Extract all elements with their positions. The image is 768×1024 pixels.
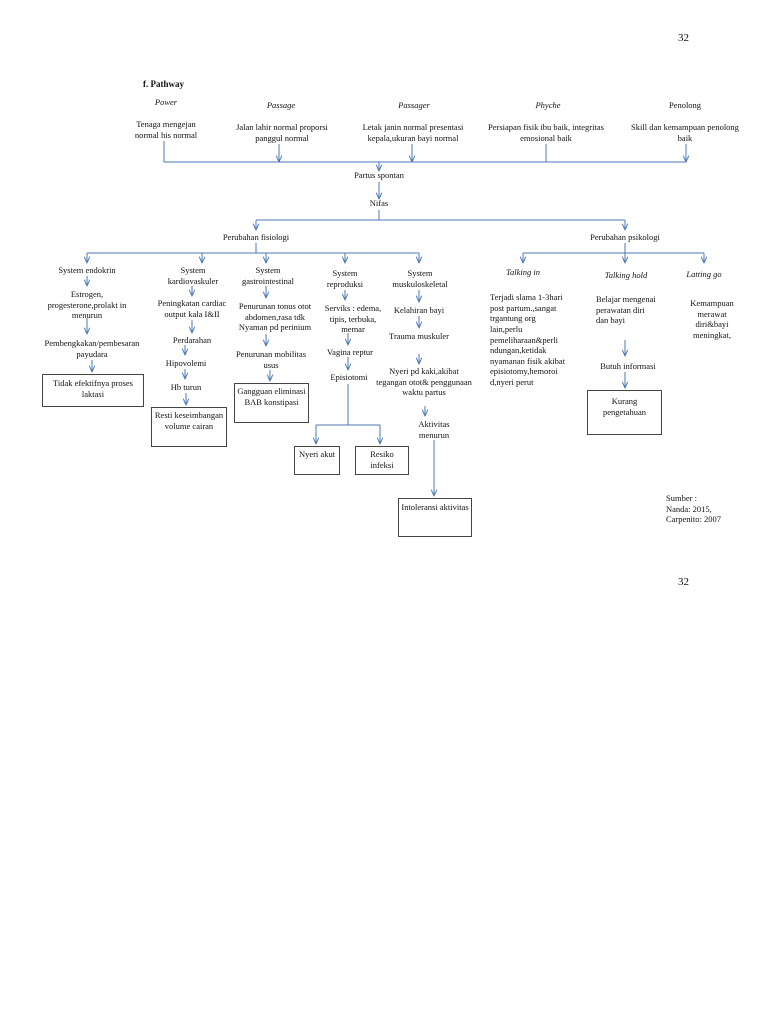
repro-n1: Serviks : edema, tipis, terbuka, memar — [324, 303, 382, 335]
factor-power-desc: Tenaga mengejan normal his normal — [134, 119, 198, 140]
musk-box: Intoleransi aktivitas — [398, 498, 472, 537]
musk-box-text: Intoleransi aktivitas — [401, 502, 469, 512]
taking-hold-desc: Belajar mengenai perawatan diri dan bayi — [596, 294, 656, 326]
gastro-box-text: Gangguan eliminasi BAB konstipasi — [237, 386, 306, 407]
letting-go-head: Latting go — [686, 269, 722, 279]
kardio-n4: Hb turun — [170, 382, 202, 392]
psikologi-node: Perubahan psikologi — [590, 232, 660, 242]
kardio-n1: Peningkatan cardiac output kala I&II — [157, 298, 227, 319]
factor-passage-desc: Jalan lahir normal proporsi panggul norm… — [236, 122, 328, 143]
endokrin-n1: Estrogen, progesterone,prolakt in menuru… — [47, 289, 127, 321]
endokrin-box-text: Tidak efektifnya proses laktasi — [53, 378, 133, 399]
factor-penolong-desc: Skill dan kemampuan penolong baik — [631, 122, 739, 143]
taking-hold-head: Talking hold — [604, 270, 648, 280]
page-number-top: 32 — [678, 32, 689, 44]
repro-box-resiko: Resiko infeksi — [355, 446, 409, 475]
source-note: Sumber : Nanda: 2015, Carpenito: 2007 — [666, 493, 722, 525]
repro-box-nyeri: Nyeri akut — [294, 446, 340, 475]
letting-go-desc: Kemampuan merawat diri&bayi meningkat, — [690, 298, 734, 340]
partus-node: Partus spontan — [354, 170, 404, 180]
gastro-n2: Penurunan mobilitas usus — [235, 349, 307, 370]
page-number-bottom: 32 — [678, 576, 689, 588]
repro-n3: Episiotomi — [330, 372, 368, 382]
musk-n3: Nyeri pd kaki,akibat tegangan otot& peng… — [376, 366, 472, 398]
gastro-n1: Penurunan tonus otot abdomen,rasa tdk Ny… — [238, 301, 312, 333]
musk-n4: Aktivitas menurun — [418, 419, 450, 440]
taking-hold-box-text: Kurang pengetahuan — [603, 396, 646, 417]
gastro-box: Gangguan eliminasi BAB konstipasi — [234, 383, 309, 423]
repro-head: System reproduksi — [326, 268, 364, 289]
kardio-box-text: Resti keseimbangan volume cairan — [154, 410, 224, 431]
gastro-head: System gastrointestinal — [242, 265, 294, 286]
endokrin-head: System endokrin — [58, 265, 116, 275]
kardio-n3: Hipovolemi — [165, 358, 207, 368]
kardio-box: Resti keseimbangan volume cairan — [151, 407, 227, 447]
taking-hold-box: Kurang pengetahuan — [587, 390, 662, 435]
factor-phyche-desc: Persiapan fisik ibu baik, integritas emo… — [488, 122, 604, 143]
taking-in-head: Talking in — [506, 267, 540, 277]
factor-passage-title: Passage — [266, 100, 296, 110]
endokrin-n2: Pembengkakan/pembesaran payudara — [44, 338, 140, 359]
kardio-head: System kardiovaskuler — [167, 265, 219, 286]
repro-n2: Vagina reptur — [326, 347, 374, 357]
taking-hold-n2: Butuh informasi — [600, 361, 656, 371]
factor-phyche-title: Phyche — [535, 100, 561, 110]
factor-passager-title: Passager — [398, 100, 430, 110]
taking-in-desc: Terjadi slama 1-3hari post partum.,sanga… — [490, 292, 566, 387]
musk-head: System muskuloskeletal — [392, 268, 448, 289]
repro-box-nyeri-text: Nyeri akut — [298, 449, 336, 459]
endokrin-box: Tidak efektifnya proses laktasi — [42, 374, 144, 407]
musk-n2: Trauma muskuler — [389, 331, 449, 341]
section-title: f. Pathway — [143, 79, 184, 89]
repro-box-resiko-text: Resiko infeksi — [370, 449, 394, 470]
musk-n1: Kelahiran bayi — [393, 305, 445, 315]
factor-penolong-title: Penolong — [668, 100, 702, 110]
factor-passager-desc: Letak janin normal presentasi kepala,uku… — [362, 122, 464, 143]
fisiologi-node: Perubahan fisiologi — [222, 232, 290, 242]
nifas-node: Nifas — [369, 198, 389, 208]
factor-power-title: Power — [154, 97, 178, 107]
kardio-n2: Perdarahan — [172, 335, 212, 345]
